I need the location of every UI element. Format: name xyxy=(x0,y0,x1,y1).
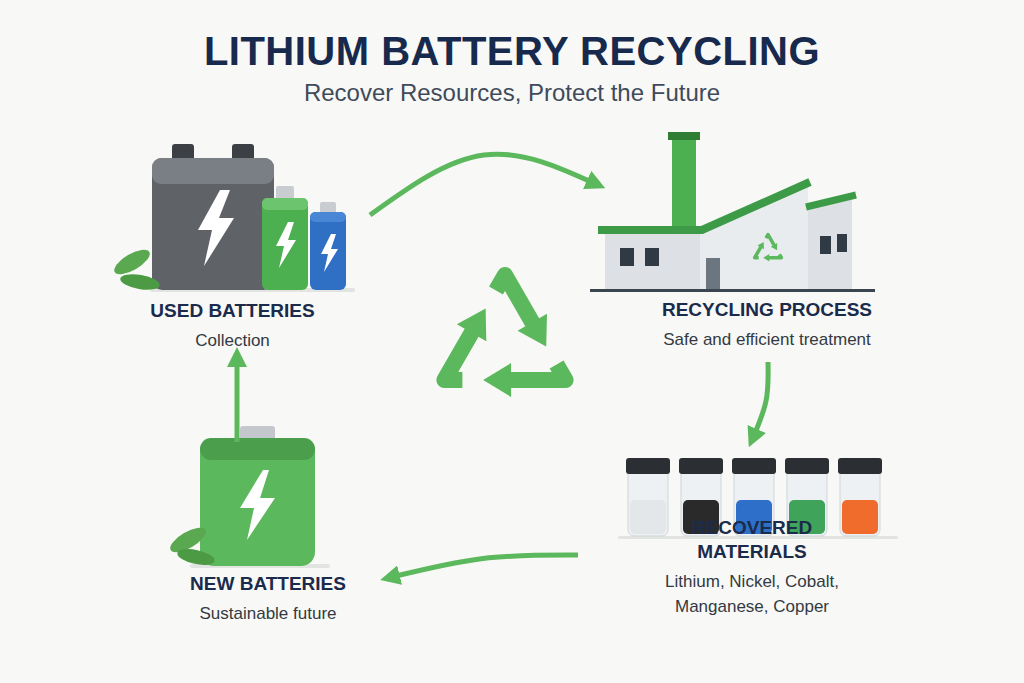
battery-cell-top xyxy=(310,212,346,222)
vial xyxy=(838,458,882,536)
stage-description: Safe and efficient treatment xyxy=(663,327,871,352)
vial-cap xyxy=(679,458,723,474)
vial-cap xyxy=(785,458,829,474)
lightning-bolt xyxy=(198,190,234,266)
factory-window xyxy=(645,248,659,266)
stage-node: RECYCLING PROCESS Safe and efficient trea… xyxy=(598,130,936,362)
factory-body xyxy=(605,185,852,290)
factory-illustration xyxy=(590,132,875,292)
vial-content xyxy=(630,500,666,534)
vial-cap xyxy=(626,458,670,474)
lightning-bolt xyxy=(240,470,275,540)
factory-window xyxy=(837,234,847,252)
recycle-symbol xyxy=(423,275,570,416)
factory-window xyxy=(620,248,634,266)
leaf xyxy=(176,546,216,568)
vial-cap xyxy=(838,458,882,474)
lightning-bolt xyxy=(321,234,338,272)
flow-arrow xyxy=(235,355,240,442)
stage-heading: NEW BATTERIES xyxy=(190,572,346,596)
stage-description: Sustainable future xyxy=(199,601,336,626)
lightning-bolt xyxy=(276,222,296,268)
stage-heading: RECYCLING PROCESS xyxy=(662,298,872,322)
used-batteries-illustration xyxy=(111,144,355,292)
flow-arrow xyxy=(388,555,578,578)
battery-cell-top xyxy=(262,198,308,210)
battery-cell xyxy=(310,212,346,290)
battery-body xyxy=(152,158,274,290)
battery-cell xyxy=(262,198,308,290)
diagram-subtitle: Recover Resources, Protect the Future xyxy=(0,78,1024,108)
diagram-title: LITHIUM BATTERY RECYCLING xyxy=(0,26,1024,76)
flow-arrow xyxy=(752,362,768,440)
factory-hall xyxy=(700,185,808,290)
leaf xyxy=(111,245,154,279)
stage-heading: RECOVERED MATERIALS xyxy=(637,516,867,564)
stage-description: Lithium, Nickel, Cobalt, Manganese, Copp… xyxy=(637,569,867,619)
vial-glass xyxy=(840,468,880,536)
recycle-symbol xyxy=(750,235,782,266)
new-battery-illustration xyxy=(167,426,330,568)
flow-arrow xyxy=(370,154,598,215)
vial-cap xyxy=(732,458,776,474)
chimney xyxy=(672,136,696,232)
ground-line xyxy=(590,289,875,292)
battery-body xyxy=(200,438,315,566)
stage-heading: USED BATTERIES xyxy=(150,299,314,323)
vial xyxy=(626,458,670,536)
factory-window xyxy=(820,236,831,254)
vial-glass xyxy=(628,468,668,536)
stage-node: NEW BATTERIES Sustainable future xyxy=(148,442,388,630)
stage-node: USED BATTERIES Collection xyxy=(95,140,370,355)
chimney-cap xyxy=(668,132,700,140)
battery-top xyxy=(200,438,315,460)
stage-description: Collection xyxy=(195,328,270,353)
factory-roof xyxy=(806,195,856,207)
factory-door xyxy=(706,258,720,290)
stage-node: RECOVERED MATERIALS Lithium, Nickel, Coba… xyxy=(578,440,926,625)
factory-roof xyxy=(598,182,810,230)
vial-content xyxy=(842,500,878,534)
battery-top xyxy=(152,158,274,184)
battery-cap xyxy=(276,186,294,200)
leaf xyxy=(119,272,161,293)
